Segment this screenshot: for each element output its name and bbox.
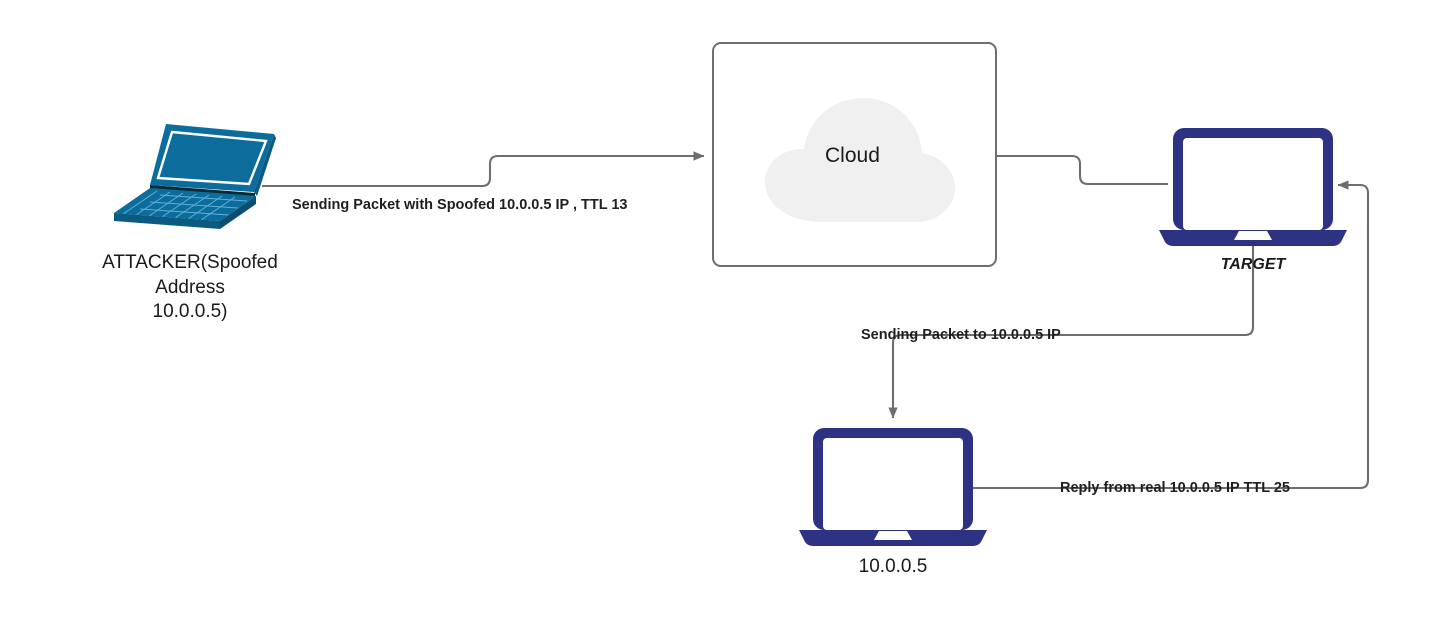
target-label: TARGET	[1220, 256, 1286, 273]
target-laptop[interactable]	[1155, 126, 1351, 246]
cloud-label: Cloud	[825, 144, 880, 167]
cloud-icon	[765, 98, 955, 222]
cloud-box[interactable]: Cloud	[712, 42, 997, 267]
victim-laptop[interactable]	[795, 426, 991, 546]
victim-label: 10.0.0.5	[858, 556, 928, 577]
attacker-label: ATTACKER(Spoofed Address 10.0.0.5)	[102, 252, 278, 323]
attacker-laptop[interactable]	[108, 122, 276, 230]
edge-cloud-to-target-path	[996, 154, 1168, 186]
edge-attacker-to-cloud-path	[262, 151, 705, 188]
edge-label-victim-to-target: Reply from real 10.0.0.5 IP TTL 25	[1060, 480, 1290, 496]
edge-label-attacker-to-cloud: Sending Packet with Spoofed 10.0.0.5 IP …	[292, 197, 628, 213]
edge-label-target-to-victim: Sending Packet to 10.0.0.5 IP	[861, 327, 1061, 343]
